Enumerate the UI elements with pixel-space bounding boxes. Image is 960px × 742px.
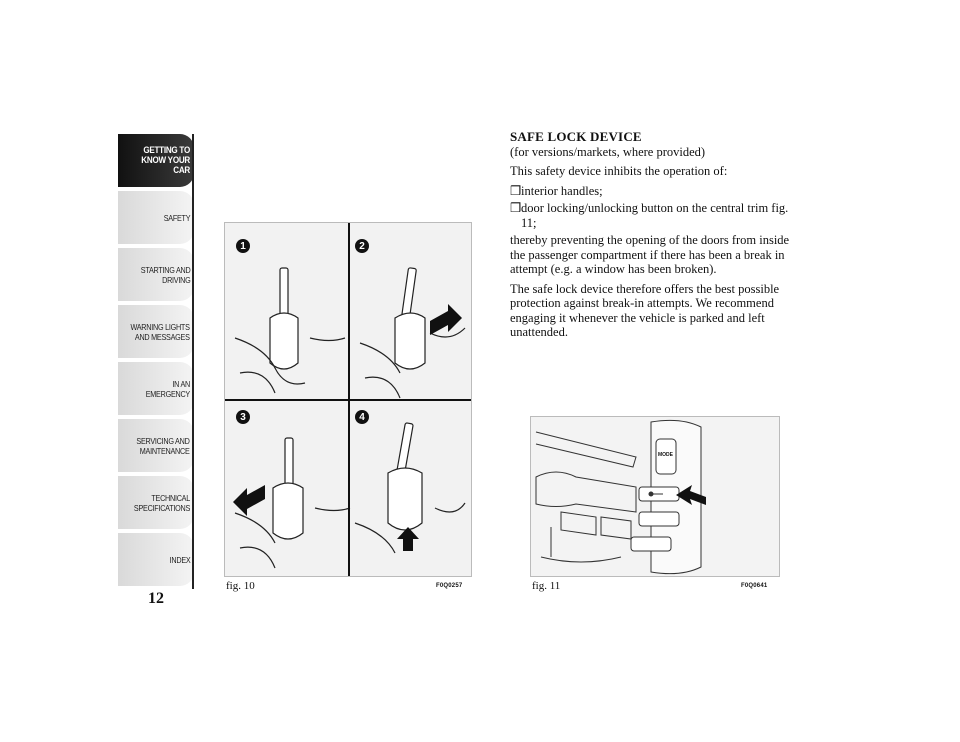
- safe-lock-section: SAFE LOCK DEVICE (for versions/markets, …: [510, 129, 800, 345]
- checkbox-bullet-icon: ❒: [510, 183, 522, 198]
- sidebar-divider: [192, 134, 194, 589]
- intro-text: This safety device inhibits the operatio…: [510, 164, 728, 178]
- tab-warning-lights[interactable]: WARNING LIGHTS AND MESSAGES: [118, 305, 194, 358]
- section-title: SAFE LOCK DEVICE: [510, 129, 642, 144]
- tab-getting-to-know-your-car[interactable]: GETTING TO KNOW YOUR CAR: [118, 134, 194, 187]
- figure-10-key-illustration: 1 2 3 4: [224, 222, 472, 577]
- tab-label: SAFETY: [163, 212, 190, 223]
- checkbox-bullet-icon: ❒: [510, 201, 522, 215]
- tab-starting-and-driving[interactable]: STARTING AND DRIVING: [118, 248, 194, 301]
- tab-label: IN AN EMERGENCY: [145, 378, 191, 399]
- list-item-text: interior handles;: [521, 183, 603, 198]
- tab-label: SERVICING AND MAINTENANCE: [136, 435, 190, 456]
- figure-11-code: F0Q0641: [741, 583, 768, 589]
- tab-servicing[interactable]: SERVICING AND MAINTENANCE: [118, 419, 194, 472]
- tab-safety[interactable]: SAFETY: [118, 191, 194, 244]
- tab-index[interactable]: INDEX: [118, 533, 194, 586]
- figure-10-code: F0Q0257: [436, 583, 463, 589]
- tab-label: TECHNICAL SPECIFICATIONS: [133, 492, 190, 513]
- figure-11-caption: fig. 11: [532, 580, 561, 592]
- list-item-text: door locking/unlocking button on the cen…: [521, 201, 789, 230]
- tab-label: INDEX: [169, 554, 190, 565]
- step-badge-3: 3: [236, 410, 250, 424]
- body-paragraph-1: thereby preventing the opening of the do…: [510, 233, 790, 276]
- tab-label: WARNING LIGHTS AND MESSAGES: [130, 321, 190, 342]
- step-badge-2: 2: [355, 239, 369, 253]
- chapter-tabs: GETTING TO KNOW YOUR CAR SAFETY STARTING…: [118, 134, 194, 590]
- section-subtitle: (for versions/markets, where provided): [510, 144, 706, 159]
- tab-label: STARTING AND DRIVING: [140, 264, 190, 285]
- tab-technical-specifications[interactable]: TECHNICAL SPECIFICATIONS: [118, 476, 194, 529]
- panel-divider-horizontal: [225, 399, 471, 401]
- figure-10-caption: fig. 10: [226, 580, 255, 592]
- key-illustration: [233, 267, 466, 569]
- central-trim-illustration: [535, 419, 706, 575]
- body-paragraph-2: The safe lock device therefore offers th…: [510, 281, 780, 340]
- list-item: ❒ door locking/unlocking button on the c…: [510, 201, 800, 230]
- list-item: ❒ interior handles;: [510, 184, 800, 199]
- tab-in-an-emergency[interactable]: IN AN EMERGENCY: [118, 362, 194, 415]
- step-badge-4: 4: [355, 410, 369, 424]
- mode-button-label: MODE: [658, 452, 673, 458]
- page-number: 12: [148, 590, 164, 607]
- tab-label: GETTING TO KNOW YOUR CAR: [141, 144, 190, 176]
- figure-11-central-trim: MODE: [530, 416, 780, 577]
- step-badge-1: 1: [236, 239, 250, 253]
